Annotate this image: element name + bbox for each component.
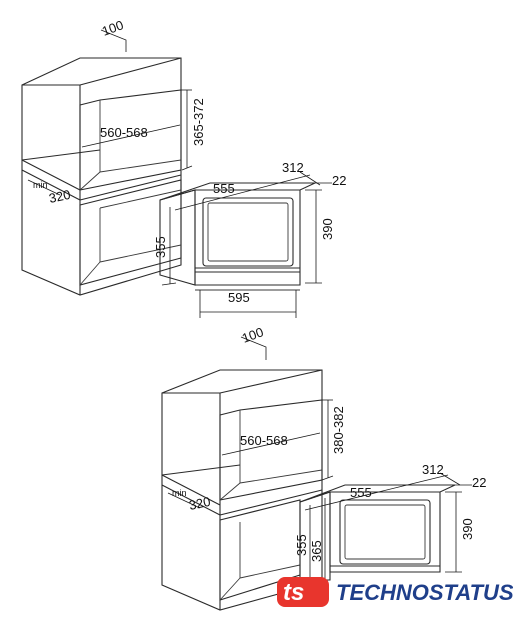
bottom-dim-appliance-depth: 312 — [422, 462, 444, 477]
top-dim-appliance-depth: 312 — [282, 160, 304, 175]
bottom-dimensions — [167, 336, 472, 580]
bottom-dim-appliance-height: 390 — [460, 518, 475, 540]
top-dim-min-depth: 320 — [48, 187, 72, 206]
bottom-dim-niche-width: 560-568 — [240, 433, 288, 448]
top-dim-niche-height: 365-372 — [191, 98, 206, 146]
top-diagram: 100 365-372 560-568 min 320 555 312 22 3… — [21, 17, 346, 318]
logo-mark — [277, 577, 329, 607]
top-dim-min-prefix: min — [33, 180, 48, 190]
bottom-dim-front-offset: 22 — [472, 475, 486, 490]
logo-text: TECHNOSTATUS — [336, 580, 513, 605]
top-dim-appliance-width: 555 — [213, 181, 235, 196]
top-dim-front-width: 595 — [228, 290, 250, 305]
top-cabinet — [21, 57, 182, 296]
top-dim-niche-width: 560-568 — [100, 125, 148, 140]
logo-mark-text: ts — [283, 579, 304, 606]
top-dim-body-height: 355 — [153, 236, 168, 258]
top-dimensions — [27, 29, 332, 318]
bottom-dim-body-height: 355 — [294, 534, 309, 556]
technostatus-logo: ts TECHNOSTATUS — [277, 577, 513, 607]
bottom-diagram: 100 380-382 560-568 min 320 555 312 22 3… — [161, 324, 486, 611]
bottom-dim-100: 100 — [240, 324, 266, 346]
top-dim-appliance-height: 390 — [320, 218, 335, 240]
bottom-dim-min-depth: 320 — [188, 494, 212, 513]
top-dim-front-offset: 22 — [332, 173, 346, 188]
bottom-dim-body-height-2: 365 — [309, 540, 324, 562]
bottom-dim-niche-height: 380-382 — [331, 406, 346, 454]
bottom-dim-min-prefix: min — [172, 488, 187, 498]
top-dim-100: 100 — [100, 17, 126, 39]
bottom-dim-appliance-width: 555 — [350, 485, 372, 500]
top-appliance — [159, 182, 316, 291]
bottom-appliance — [299, 484, 456, 581]
